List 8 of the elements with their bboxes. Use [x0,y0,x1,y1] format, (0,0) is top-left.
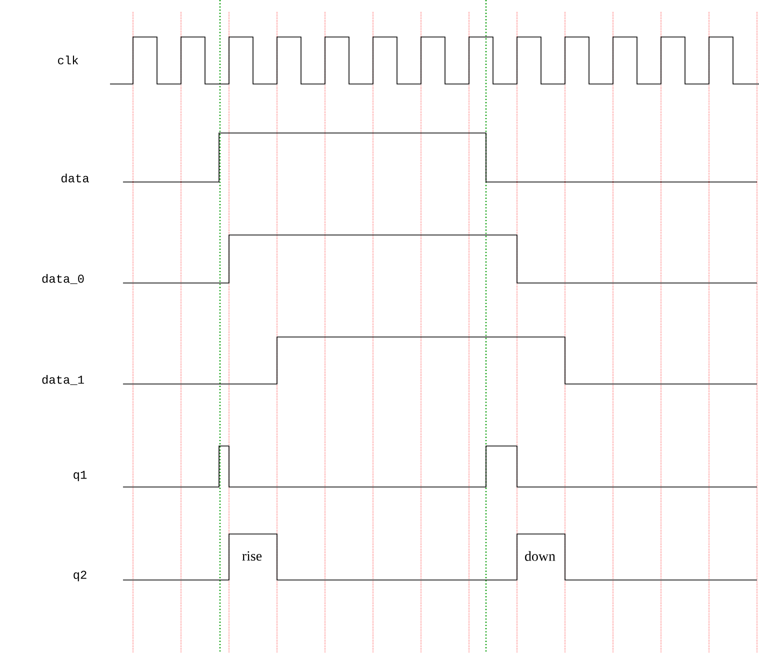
signal-name: clk [58,56,78,64]
signal-name: data [61,174,89,182]
signal-name: q1 [74,470,87,482]
signal-name: data_1 [42,375,84,385]
edge-note: rise [242,551,262,561]
signal-name: q2 [74,570,86,582]
signal-name: data_0 [42,274,84,284]
edge-note: down [525,551,556,561]
